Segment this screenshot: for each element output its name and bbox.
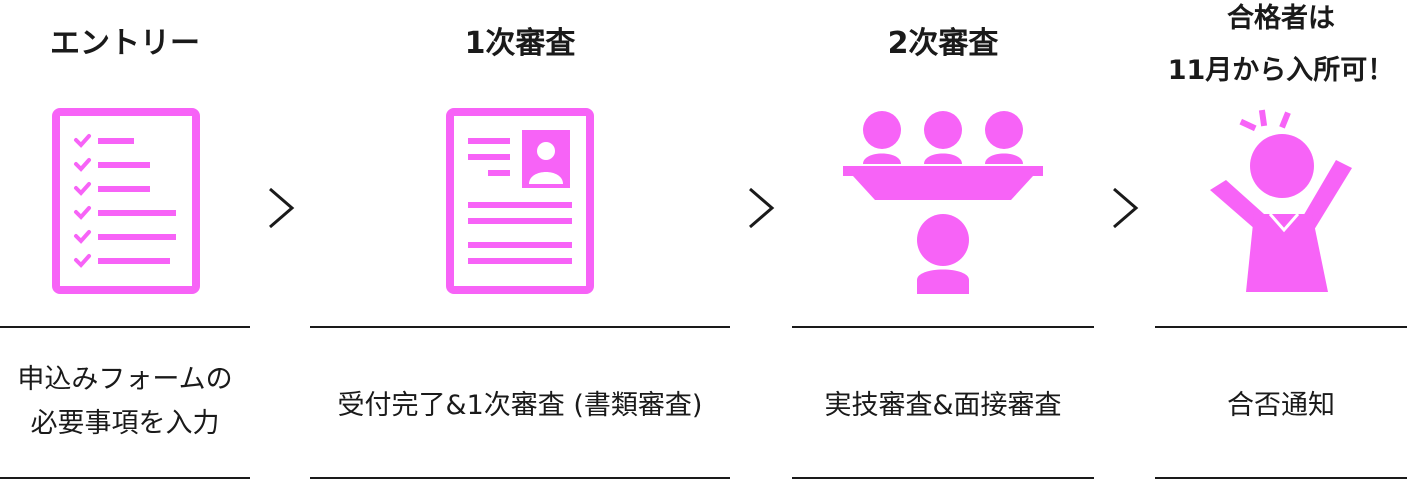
- step-1-description: 申込みフォームの 必要事項を入力: [0, 358, 250, 446]
- resume-document-icon: [446, 108, 594, 294]
- celebrating-person-icon: [1210, 109, 1352, 292]
- step-4-title: 合格者は 11月から入所可！: [1155, 0, 1407, 90]
- step-3-title: 2次審査: [792, 24, 1094, 64]
- step-3-description: 実技審査&面接審査: [792, 384, 1094, 428]
- step-1-title: エントリー: [0, 24, 250, 64]
- interview-panel-icon: [843, 111, 1043, 294]
- step-2-top-rule: [310, 326, 730, 328]
- step-2-title-line-1: 1次審査: [464, 26, 576, 61]
- chevron-right-icon: [749, 187, 775, 229]
- step-2-description-line-1: 受付完了&1次審査 (書類審査): [337, 390, 703, 421]
- step-2-title: 1次審査: [310, 24, 730, 64]
- chevron-right-icon: [1113, 187, 1139, 229]
- step-4-title-line-2: 11月から入所可！: [1167, 55, 1395, 86]
- step-3-description-line-1: 実技審査&面接審査: [824, 390, 1062, 421]
- step-1-top-rule: [0, 326, 250, 328]
- step-3-title-line-1: 2次審査: [887, 26, 999, 61]
- step-2-description: 受付完了&1次審査 (書類審査): [310, 384, 730, 428]
- step-1-bottom-rule: [0, 477, 250, 479]
- checklist-form-icon: [52, 108, 200, 294]
- step-4-bottom-rule: [1155, 477, 1407, 479]
- step-1-description-line-2: 必要事項を入力: [30, 408, 220, 439]
- step-1-title-line-1: エントリー: [50, 26, 200, 61]
- step-4-description: 合否通知: [1155, 384, 1407, 428]
- chevron-right-icon: [269, 187, 295, 229]
- step-4-top-rule: [1155, 326, 1407, 328]
- step-1-description-line-1: 申込みフォームの: [17, 364, 233, 395]
- step-2-bottom-rule: [310, 477, 730, 479]
- step-3-top-rule: [792, 326, 1094, 328]
- step-4-description-line-1: 合否通知: [1227, 390, 1335, 421]
- step-3-bottom-rule: [792, 477, 1094, 479]
- step-4-title-line-1: 合格者は: [1227, 3, 1335, 34]
